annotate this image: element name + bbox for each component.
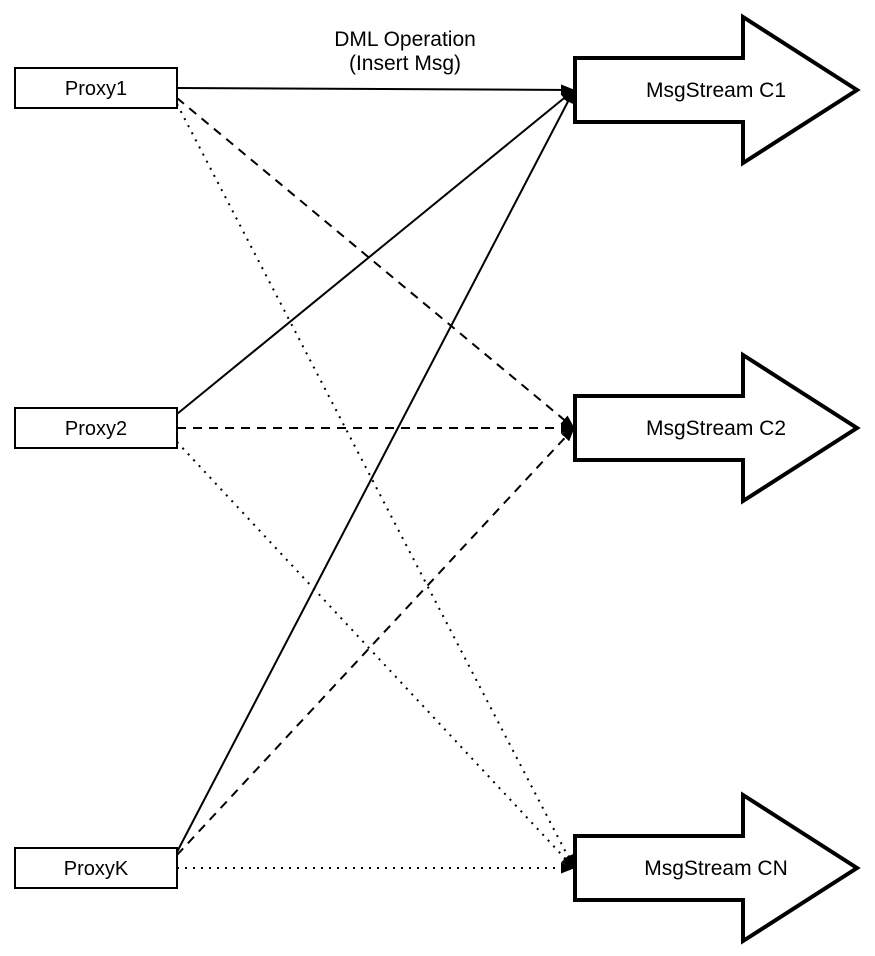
proxyk-box [14, 847, 178, 889]
proxy1-box [14, 67, 178, 109]
proxy2-box [14, 407, 178, 449]
proxyk-node: ProxyK [14, 847, 178, 889]
edge-proxy1-to-msgstream-c1 [176, 84, 575, 96]
edge-proxy1-to-msgstream-cn [176, 103, 575, 869]
msgstream-cn-arrow [573, 791, 861, 945]
proxy1-label: Proxy1 [65, 78, 127, 100]
msgstream-c1-label: MsgStream C1 [646, 79, 786, 102]
edges [176, 84, 575, 874]
diagram-title-line2: (Insert Msg) [349, 52, 461, 75]
msgstream-c2-node: MsgStream C2 [573, 351, 861, 505]
msgstream-cn-node: MsgStream CN [573, 791, 861, 945]
edge-proxy1-to-msgstream-c2 [176, 97, 575, 429]
msgstream-c2-label: MsgStream C2 [646, 417, 786, 440]
edge-proxy2-to-msgstream-c1 [176, 89, 575, 415]
edge-proxyk-to-msgstream-c1 [176, 89, 575, 853]
edge-proxyk-to-msgstream-c2 [176, 427, 575, 856]
msgstream-c1-node: MsgStream C1 [573, 13, 861, 167]
msgstream-cn-label: MsgStream CN [644, 857, 788, 880]
proxyk-label: ProxyK [64, 858, 129, 880]
proxy1-node: Proxy1 [14, 67, 178, 109]
edge-proxy2-to-msgstream-cn [176, 441, 575, 869]
msgstream-c1-arrow [573, 13, 861, 167]
proxy2-node: Proxy2 [14, 407, 178, 449]
proxy2-label: Proxy2 [65, 418, 127, 440]
diagram-title-line1: DML Operation [334, 28, 476, 51]
msgstream-c2-arrow [573, 351, 861, 505]
